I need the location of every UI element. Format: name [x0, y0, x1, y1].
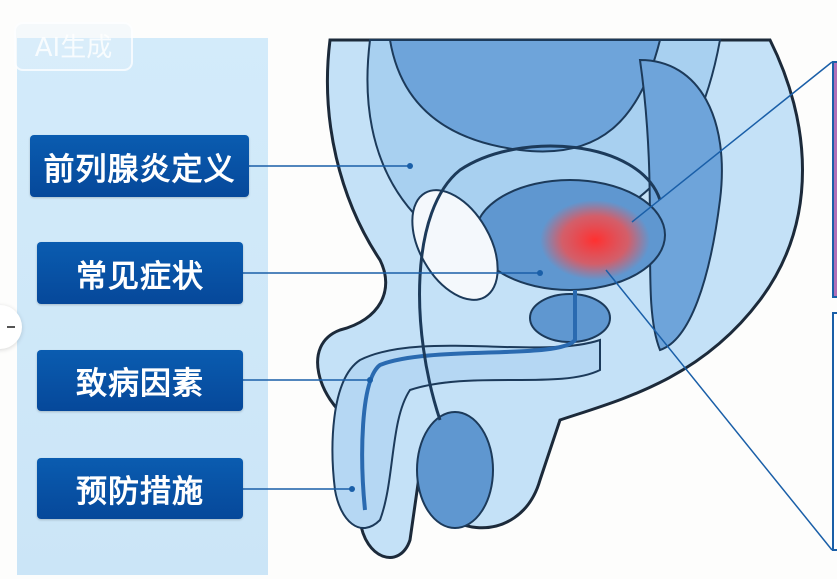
penis — [331, 338, 601, 530]
urethra — [360, 290, 577, 511]
label-causes: 致病因素 — [37, 350, 243, 411]
ai-generated-watermark: AI生成 — [14, 22, 133, 71]
label-common-symptoms: 常见症状 — [37, 242, 243, 304]
prostate — [529, 293, 611, 343]
testis — [416, 411, 494, 529]
label-prevention: 预防措施 — [37, 458, 243, 519]
microscopy-inset — [832, 61, 837, 298]
vas-deferens — [418, 144, 662, 421]
inflammation-area — [540, 200, 650, 280]
leader-lines — [243, 61, 833, 551]
side-expand-button[interactable] — [0, 305, 22, 349]
minus-icon — [7, 326, 15, 328]
label-prostatitis-definition: 前列腺炎定义 — [30, 135, 249, 197]
leader-dots — [349, 163, 543, 492]
detail-inset — [832, 312, 837, 551]
